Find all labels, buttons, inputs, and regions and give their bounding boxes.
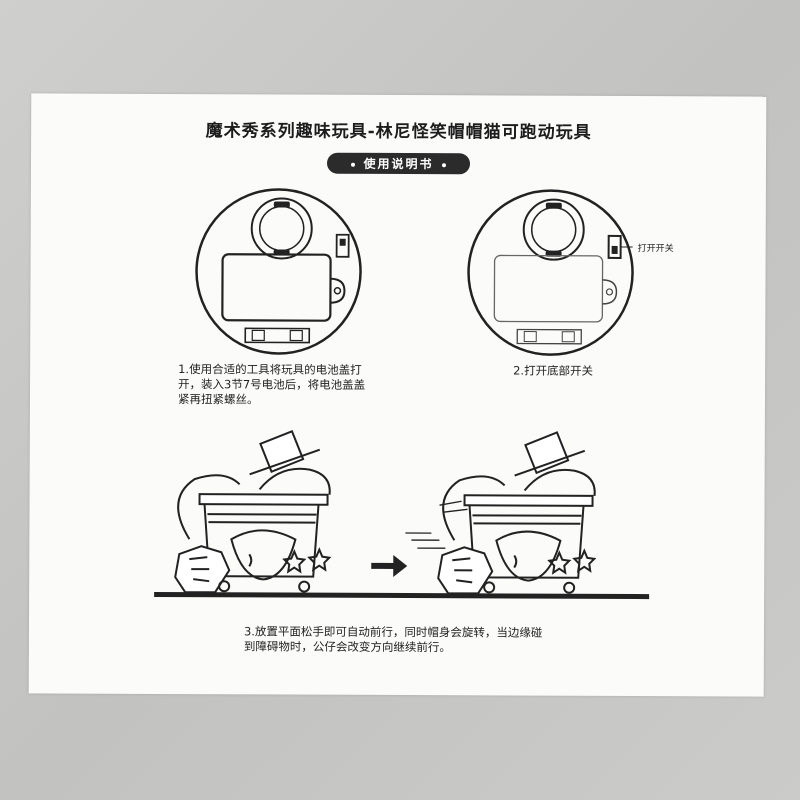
page-title: 魔术秀系列趣味玩具-林尼怪笑帽帽猫可跑动玩具 xyxy=(205,121,592,143)
instruction-sheet: 魔术秀系列趣味玩具-林尼怪笑帽帽猫可跑动玩具 使用说明书 1.使用合适的工具将玩… xyxy=(28,93,767,697)
step-3-text: 3.放置平面松手即可自动前行，同时帽身会旋转，当边缘碰到障碍物时，公仔会改变方向… xyxy=(243,624,543,655)
arrow-right-icon xyxy=(371,554,408,577)
switch-diagram xyxy=(467,189,634,356)
dot-icon xyxy=(351,162,356,167)
release-diagram xyxy=(154,429,650,600)
battery-cover-diagram xyxy=(195,188,362,355)
manual-badge-wrap: 使用说明书 xyxy=(31,151,766,175)
motion-lines xyxy=(405,500,468,549)
toy-figure-1 xyxy=(174,429,332,594)
dot-icon xyxy=(441,162,446,167)
toy-figure-2 xyxy=(437,431,597,595)
manual-badge-label: 使用说明书 xyxy=(363,156,434,172)
step-2-text: 2.打开底部开关 xyxy=(513,363,594,378)
switch-label: 打开开关 xyxy=(637,244,674,255)
manual-badge: 使用说明书 xyxy=(327,152,470,175)
step-1-text: 1.使用合适的工具将玩具的电池盖打开，装入3节7号电池后，将电池盖盖紧再扭紧螺丝… xyxy=(177,362,366,407)
